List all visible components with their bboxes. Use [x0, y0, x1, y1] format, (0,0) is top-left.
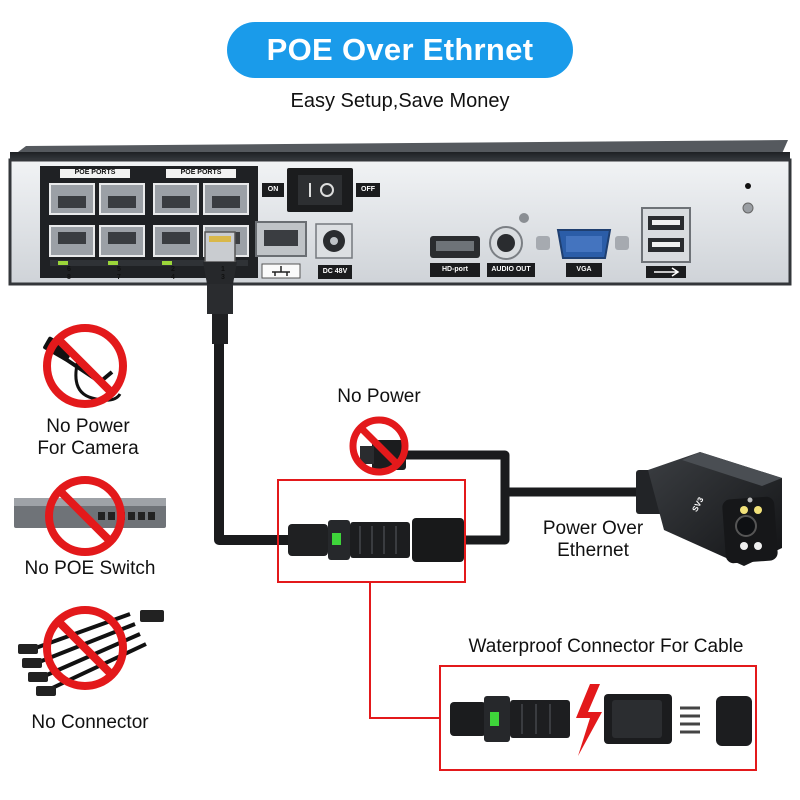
connector-detail	[450, 684, 752, 756]
poe-ports-label-left: POE PORTS	[74, 169, 116, 176]
poe-ports-label-right: POE PORTS	[180, 169, 222, 176]
switch-off-label: OFF	[361, 186, 375, 193]
poe-ports	[49, 183, 249, 257]
switch-on-label: ON	[267, 186, 279, 193]
lightning-icon	[576, 684, 602, 756]
port-number: 8	[67, 274, 71, 281]
vga-label: VGA	[576, 266, 592, 273]
dc-label: DC 48V	[322, 268, 348, 275]
poe-port-4[interactable]	[203, 183, 249, 215]
ip-camera	[636, 452, 782, 566]
waterproof-connector	[288, 518, 464, 562]
no-power-label: No Power	[337, 386, 421, 407]
connector-caption: Waterproof Connector For Cable	[468, 636, 744, 657]
callout-line	[369, 582, 440, 719]
port-number: 2	[171, 266, 175, 273]
page-subtitle: Easy Setup,Save Money	[290, 90, 510, 112]
port-number: 4	[171, 274, 175, 281]
splitter-item	[18, 606, 164, 696]
port-number: 6	[67, 266, 71, 273]
page-title: POE Over Ethrnet	[227, 22, 573, 78]
poe-switch-item	[14, 476, 166, 556]
prohibit-icon	[43, 324, 127, 408]
camera-lens	[735, 515, 757, 537]
hdmi-label: HD-port	[441, 266, 469, 273]
poe-label: Power Over Ethernet	[542, 518, 644, 561]
port-number: 5	[117, 266, 121, 273]
connector-detail-box	[439, 665, 757, 771]
no-power-camera-label: No Power For Camera	[37, 416, 139, 459]
prohibit-icon	[349, 416, 409, 476]
prohibit-icon	[45, 476, 125, 556]
rj45-plug	[203, 231, 237, 344]
nvr-device	[8, 140, 792, 286]
ethernet-cable	[214, 340, 660, 545]
power-adapter-item	[43, 324, 127, 408]
audio-out-label: AUDIO OUT	[491, 266, 531, 273]
port-number: 7	[117, 274, 121, 281]
no-poe-switch-label: No POE Switch	[24, 558, 156, 579]
prohibit-icon	[43, 606, 127, 690]
nvr-top-edge	[10, 152, 790, 162]
connector-highlight-box	[277, 479, 466, 583]
port-number: 3	[221, 274, 225, 281]
port-number: 1	[221, 266, 225, 273]
no-connector-label: No Connector	[31, 712, 149, 733]
